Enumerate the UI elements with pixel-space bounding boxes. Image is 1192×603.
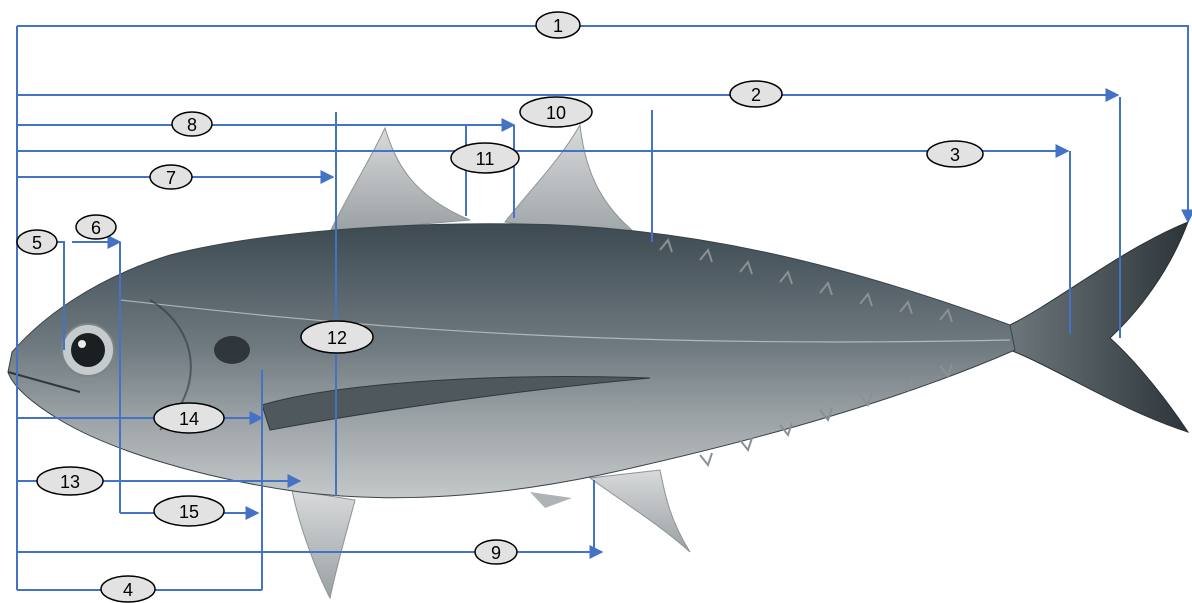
label-7-text: 7	[166, 168, 176, 188]
first-dorsal-fin	[330, 128, 470, 232]
label-7: 7	[150, 165, 192, 189]
caudal-fin	[1010, 222, 1188, 432]
label-4-text: 4	[123, 580, 133, 600]
label-11-text: 11	[476, 149, 495, 169]
fish-body	[8, 224, 1015, 498]
label-8-text: 8	[187, 115, 197, 135]
anal-fin	[590, 470, 690, 552]
label-6-text: 6	[91, 218, 101, 238]
label-1: 1	[536, 12, 580, 38]
fish	[8, 125, 1188, 598]
label-14-text: 14	[179, 409, 199, 429]
label-12-text: 12	[327, 328, 347, 348]
label-2-text: 2	[751, 85, 761, 105]
label-13: 13	[37, 467, 103, 495]
label-5-text: 5	[32, 233, 42, 253]
label-11: 11	[451, 143, 519, 173]
label-12: 12	[301, 321, 373, 353]
label-4: 4	[101, 576, 155, 602]
label-6: 6	[76, 215, 116, 239]
fish-eye	[62, 324, 114, 376]
label-15: 15	[154, 496, 224, 526]
label-8: 8	[172, 112, 212, 136]
label-1-text: 1	[553, 16, 563, 36]
label-9-text: 9	[491, 543, 501, 563]
label-3: 3	[927, 141, 983, 167]
label-10-text: 10	[546, 103, 566, 123]
label-9: 9	[475, 540, 517, 564]
label-3-text: 3	[950, 145, 960, 165]
label-10: 10	[520, 97, 592, 127]
label-5: 5	[17, 230, 57, 254]
gill-dark-spot	[214, 336, 250, 364]
label-13-text: 13	[60, 472, 80, 492]
pelvic-fin	[292, 490, 355, 598]
label-14: 14	[154, 403, 224, 433]
ventral-finlet	[530, 492, 572, 508]
label-2: 2	[730, 81, 782, 107]
label-15-text: 15	[179, 502, 199, 522]
